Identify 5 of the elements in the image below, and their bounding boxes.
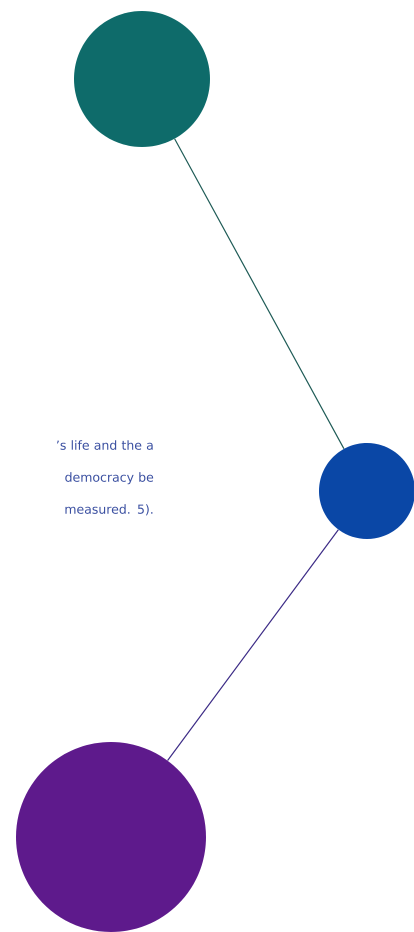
connector-line	[174, 138, 344, 449]
circle	[74, 11, 210, 147]
circle	[16, 742, 206, 932]
connector-line	[167, 529, 339, 761]
paragraph-text: ’s life and the a democracy be measured. 5).	[57, 440, 154, 516]
